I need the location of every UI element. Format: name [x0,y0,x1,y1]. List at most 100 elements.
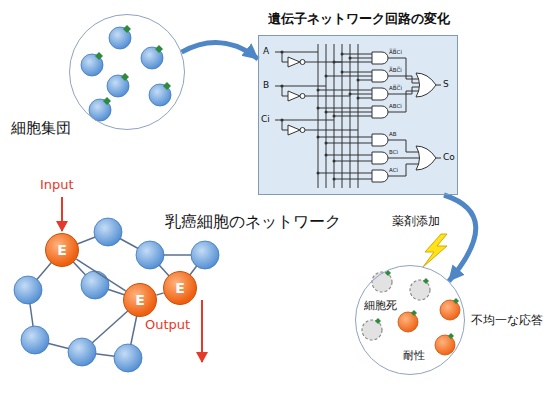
gate-input-wire [326,76,372,77]
marker-diamond [155,45,163,53]
or-gate [416,73,436,97]
logic-circuit [275,44,441,188]
junction [341,53,344,56]
output-wire [436,158,441,159]
output-arrow [201,300,203,362]
marker-diamond [448,333,454,339]
io-label: Output [145,318,190,333]
junction [333,160,336,163]
junction [325,154,328,157]
gate-input-wire [358,80,372,81]
gate-output-wire [388,76,419,83]
network-cells [14,218,219,372]
bus-wire [318,44,319,188]
marker-diamond [385,270,391,276]
junction [325,142,328,145]
resistant-cells [398,300,460,355]
network-node [136,241,164,269]
node-heading: 遺伝子ネットワーク回路の変化 [259,11,459,27]
junction [349,57,352,60]
inverter [288,125,300,135]
gate-input-wire [358,98,372,99]
key-gene-node: E [163,271,197,305]
node-letter: E [57,243,67,257]
node-text: 耐性 [403,349,425,362]
gate-input-wire [342,72,372,73]
bus-wire [326,44,327,188]
and-gate [372,88,388,100]
marker-diamond [411,310,417,316]
marker-diamond [103,97,111,105]
term-label: AB [389,131,397,137]
node-letter: E [135,293,145,307]
and-gate [372,106,388,118]
junction [349,93,352,96]
gate-input-wire [318,108,372,109]
inverted-wire [305,96,350,97]
junction [317,172,320,175]
gate-output-wire [388,91,419,112]
gate-input-wire [350,58,372,59]
gate-input-wire [318,137,372,138]
gate-input-wire [318,173,372,174]
junction [333,178,336,181]
gate-input-wire [318,90,372,91]
lightning [423,234,447,267]
network-node [14,276,42,304]
cell-population: 細胞集団 [69,14,185,130]
marker-diamond [375,318,381,324]
dead-cells [362,272,430,340]
response-population: 不均一な応答細胞死耐性 [355,265,465,375]
flow-arrow [182,43,258,59]
gate-input-wire [326,112,372,113]
junction [317,89,320,92]
gate-input-wire [334,116,372,117]
gate-input-wire [334,161,372,162]
node-text: 細胞死 [364,299,397,312]
junction [317,107,320,110]
circuit-box: 遺伝子ネットワーク回路の変化 [258,35,458,195]
network-link [76,259,125,291]
section-title: 乳癌細胞のネットワーク [165,213,341,231]
signal-name: B [263,80,269,90]
or-gate [416,146,436,170]
marker-diamond [453,298,459,304]
junction [357,79,360,82]
gate-input-wire [334,62,372,63]
inverter-bubble [300,60,305,65]
and-gate [372,52,388,64]
junction [325,75,328,78]
output-wire [436,85,441,86]
gate-input-wire [342,54,372,55]
gate-output-wire [388,158,419,159]
junction [333,61,336,64]
node-letter: E [175,281,185,295]
term-label: A̅B̅Ci [389,49,402,55]
marker-diamond [163,82,171,90]
network-node [21,326,49,354]
bus-wire [334,44,335,188]
junction [357,97,360,100]
network-node [68,338,96,366]
gate-input-wire [334,179,372,180]
signal-name: Ci [261,114,270,124]
network-node [81,271,109,299]
input-arrow [61,197,63,231]
gate-input-wire [350,94,372,95]
junction [280,50,283,53]
network-node [94,218,122,246]
term-label: BCi [389,149,398,155]
and-gate [372,170,388,182]
flow-arrow [444,195,476,281]
junction [280,118,283,121]
network-lines [28,232,205,358]
inverter-bubble [300,128,305,133]
junction [341,71,344,74]
junction [280,84,283,87]
junction [333,115,336,118]
inverter-bubble [300,94,305,99]
annotation: 薬剤添加 [392,215,440,229]
